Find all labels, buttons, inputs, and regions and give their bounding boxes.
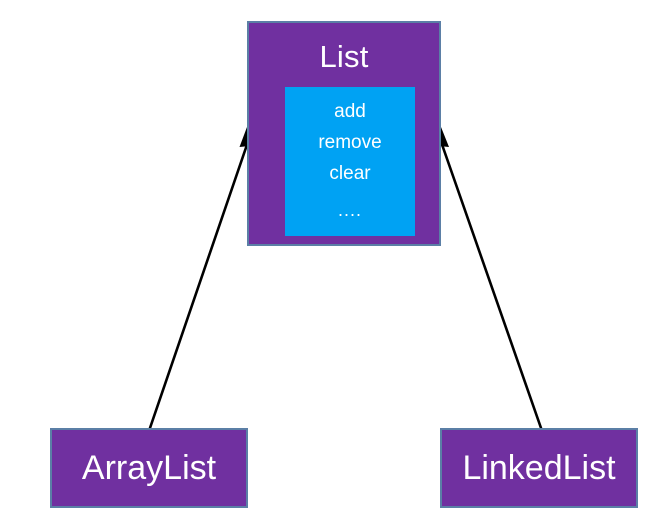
member-remove: remove <box>318 132 382 153</box>
class-name-linkedlist: LinkedList <box>462 449 616 487</box>
class-node-list[interactable]: List add remove clear .... <box>247 21 441 246</box>
member-clear: clear <box>329 163 371 184</box>
class-node-arraylist[interactable]: ArrayList <box>50 428 248 508</box>
edge-arraylist-to-list <box>148 127 256 430</box>
member-ellipsis: .... <box>337 200 362 220</box>
edge-linkedlist-to-list <box>433 127 543 430</box>
edge-line-linkedlist <box>436 131 543 430</box>
class-node-linkedlist[interactable]: LinkedList <box>440 428 638 508</box>
member-add: add <box>334 101 366 122</box>
members-box: add remove clear .... <box>285 87 415 236</box>
class-name-list: List <box>319 39 369 74</box>
class-name-arraylist: ArrayList <box>81 449 217 487</box>
edge-line-arraylist <box>148 131 253 430</box>
